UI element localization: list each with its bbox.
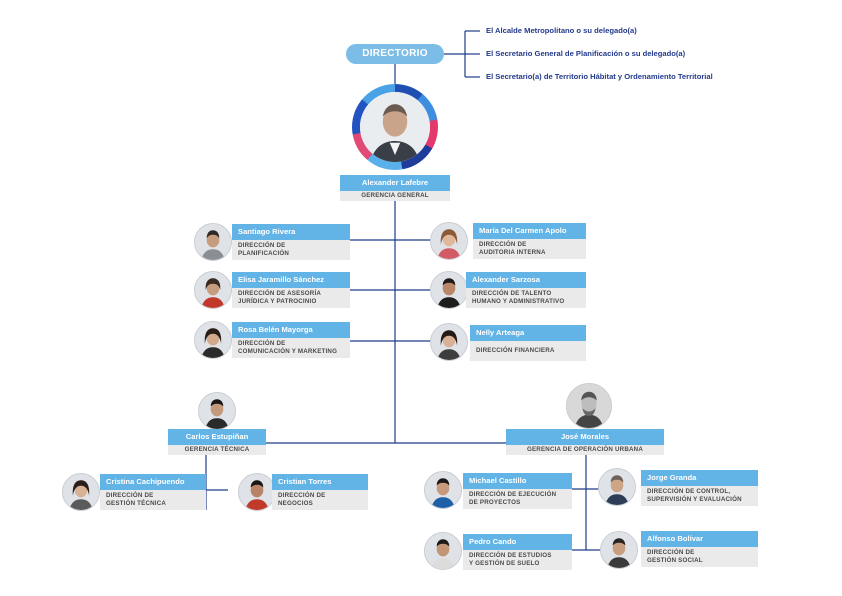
manager-name-carlos-estupinan: Carlos Estupiñan <box>168 429 266 445</box>
director-role-auditoria: DIRECCIÓN DE AUDITORIA INTERNA <box>473 239 586 259</box>
director-name-pedro-cando: Pedro Cando <box>463 534 572 550</box>
manager-name-jose-morales: José Morales <box>506 429 664 445</box>
director-role-gestion-tecnica: DIRECCIÓN DE GESTIÓN TÉCNICA <box>100 490 206 510</box>
director-role-asesoria-juridica: DIRECCIÓN DE ASESORÍA JURÍDICA Y PATROCI… <box>232 288 350 308</box>
avatar-michael-castillo <box>424 471 462 509</box>
director-name-maria-del-carmen-apolo: María Del Carmen Apolo <box>473 223 586 239</box>
director-role-estudios-suelo: DIRECCIÓN DE ESTUDIOS Y GESTIÓN DE SUELO <box>463 550 572 570</box>
directorio-badge: DIRECTORIO <box>346 44 444 64</box>
general-manager-photo-frame <box>352 84 438 170</box>
manager-role-gerencia-tecnica: GERENCIA TÉCNICA <box>168 445 266 455</box>
director-name-elisa-jaramillo: Elisa Jaramillo Sánchez <box>232 272 350 288</box>
board-member-1: El Alcalde Metropolitano o su delegado(a… <box>486 26 637 35</box>
avatar-elisa-jaramillo <box>194 271 232 309</box>
director-role-control-supervision: DIRECCIÓN DE CONTROL, SUPERVISIÓN Y EVAL… <box>641 486 758 506</box>
avatar-cristian-torres <box>238 473 276 511</box>
avatar-jorge-granda <box>598 468 636 506</box>
avatar-pedro-cando <box>424 532 462 570</box>
director-role-talento-humano: DIRECCIÓN DE TALENTO HUMANO Y ADMINISTRA… <box>466 288 586 308</box>
director-name-michael-castillo: Michael Castillo <box>463 473 572 489</box>
director-name-alexander-sarzosa: Alexander Sarzosa <box>466 272 586 288</box>
avatar-alexander-sarzosa <box>430 271 468 309</box>
avatar-jose-morales <box>566 383 612 429</box>
general-manager-photo <box>360 92 430 162</box>
avatar-nelly-arteaga <box>430 323 468 361</box>
avatar-alfonso-bolivar <box>600 531 638 569</box>
avatar-rosa-belen-mayorga <box>194 321 232 359</box>
director-role-ejecucion-proyectos: DIRECCIÓN DE EJECUCIÓN DE PROYECTOS <box>463 489 572 509</box>
director-name-nelly-arteaga: Nelly Arteaga <box>470 325 586 341</box>
director-role-negocios: DIRECCIÓN DE NEGOCIOS <box>272 490 368 510</box>
board-member-3: El Secretario(a) de Territorio Hábitat y… <box>486 72 713 81</box>
avatar-santiago-rivera <box>194 223 232 261</box>
manager-role-operacion-urbana: GERENCIA DE OPERACIÓN URBANA <box>506 445 664 455</box>
general-manager-name: Alexander Lafebre <box>340 175 450 191</box>
avatar-carlos-estupinan <box>198 392 236 430</box>
general-manager-role: GERENCIA GENERAL <box>340 191 450 201</box>
director-role-planificacion: DIRECCIÓN DE PLANIFICACIÓN <box>232 240 350 260</box>
director-name-rosa-belen-mayorga: Rosa Belén Mayorga <box>232 322 350 338</box>
avatar-maria-del-carmen-apolo <box>430 222 468 260</box>
director-name-cristian-torres: Cristian Torres <box>272 474 368 490</box>
director-name-alfonso-bolivar: Alfonso Bolívar <box>641 531 758 547</box>
avatar-cristina-cachipuendo <box>62 473 100 511</box>
director-role-gestion-social: DIRECCIÓN DE GESTIÓN SOCIAL <box>641 547 758 567</box>
director-name-santiago-rivera: Santiago Rivera <box>232 224 350 240</box>
director-name-jorge-granda: Jorge Granda <box>641 470 758 486</box>
director-role-comunicacion: DIRECCIÓN DE COMUNICACIÓN Y MARKETING <box>232 338 350 358</box>
board-member-2: El Secretario General de Planificación o… <box>486 49 686 58</box>
director-name-cristina-cachipuendo: Cristina Cachipuendo <box>100 474 206 490</box>
director-role-financiera: DIRECCIÓN FINANCIERA <box>470 341 586 361</box>
